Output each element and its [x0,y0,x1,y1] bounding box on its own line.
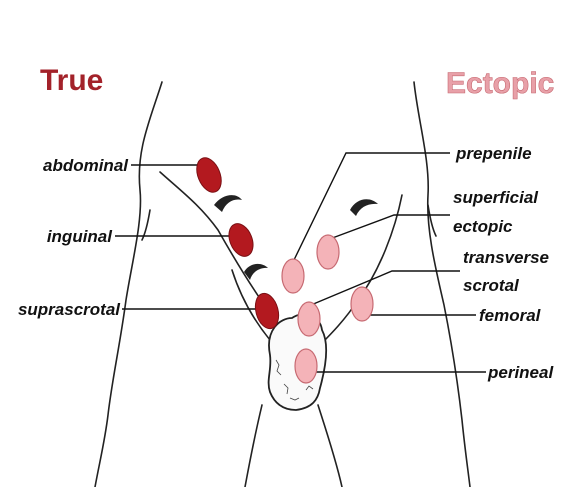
testis-abdominal [192,154,226,196]
label-ectopic: ectopic [453,217,513,236]
testis-perineal [295,349,317,383]
label-perineal: perineal [487,363,554,382]
ectopic-header: Ectopic [446,67,554,100]
testis-femoral [351,287,373,321]
label-superficial: superficial [453,188,539,207]
right-torso-outline [414,82,470,487]
true-header: True [40,64,103,97]
label-inguinal: inguinal [47,227,113,246]
label-transverse: transverse [463,248,549,267]
left-leg-inner [245,405,262,487]
body-outline [95,82,470,487]
testis-inguinal [224,220,257,260]
label-femoral: femoral [479,306,542,325]
right-inguinal-ring [350,199,378,216]
label-abdominal: abdominal [43,156,129,175]
label-scrotal: scrotal [463,276,520,295]
right-thigh-line [320,195,402,345]
leader-prepenile [293,153,450,262]
left-inguinal-ring-lower [244,264,268,280]
label-prepenile: prepenile [455,144,532,163]
left-inguinal-ring [214,195,242,212]
testis-superficial-ectopic [317,235,339,269]
testis-transverse-scrotal [298,302,320,336]
testis-prepenile [282,259,304,293]
left-torso-outline [95,82,162,487]
leader-superficial-ectopic [327,215,450,240]
label-suprascrotal: suprascrotal [18,300,121,319]
true-testis-positions [192,154,282,331]
right-leg-inner [318,405,342,487]
